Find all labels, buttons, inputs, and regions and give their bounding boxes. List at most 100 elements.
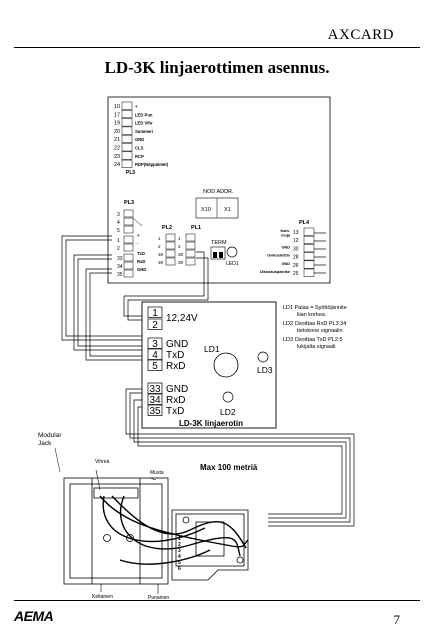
pl5-pin-box [121,143,133,152]
rj-pin-number: 1 [178,536,181,542]
pl3-pin-box [123,253,134,262]
pl3-pin-box [123,209,134,218]
max-distance-label: Max 100 metriä [200,463,258,472]
ld3k-pin-number: 5 [152,361,158,372]
pl4-pin-box [303,244,315,253]
pl5-pin-number: 24 [114,162,120,168]
pl3-pin-number: 2 [117,246,120,252]
pl3-pin-number: 1 [117,238,120,244]
pl3-pin-box [123,243,134,252]
pl5-pin-label: RDP(Näppäimet) [135,162,169,167]
pl3-pin-number: 3 [117,212,120,218]
pl3-signal-label: + [137,233,140,238]
pl4-connector: PL4 13Kam-muja1230GND28Ovikoskettin26GND… [260,220,315,277]
note-line: liian korkea. [297,312,327,318]
pl5-pin-box [121,159,133,168]
pl3-signal-label: - [137,241,139,246]
pl3-pin-number: 34 [117,264,123,270]
interconnect-wires [61,232,355,527]
pl3-signal-label: RxD [137,259,145,264]
ld3k-pin-box [147,359,163,371]
pl5-pin-number: 17 [114,112,120,118]
rj-pin-number: 5 [178,560,181,566]
ld3k-pin-box [147,393,163,405]
pl4-pin-label: Ulkonauspainike [260,270,290,274]
ld3k-pin-box [147,382,163,394]
modular-jack-label-2: Jack [38,440,52,447]
pl5-pin-label: + [135,104,138,109]
pl4-pin-number: 12 [293,238,299,244]
pl3-pin-number: 33 [117,256,123,262]
ld3-label: LD3 [257,365,273,375]
pl5-pin-label: Summeri [135,129,153,134]
pl5-pin-number: 10 [114,104,120,110]
pl3-pin-box [123,217,134,226]
pl1-pin-number: 1 [178,236,181,241]
ld3k-pin-label: 12,24V [166,313,198,324]
ld3k-pin-label: TxD [166,350,184,361]
ld2-label: LD2 [220,407,236,417]
ld3k-pin-box [147,306,163,318]
pl1-pin-box [185,257,196,266]
pl4-pin-number: 25 [293,271,299,277]
nod-x1-label: X1 [224,207,231,213]
ld3k-pin-label: GND [166,384,188,395]
keltainen-label: Keltainen [92,594,113,600]
pl5-pin-box [121,151,133,160]
page-number: 7 [393,612,401,627]
ld3k-pin-number: 33 [149,384,161,395]
pl4-pin-box [303,260,315,269]
nod-x10-label: X10 [201,207,211,213]
pl4-pin-box [303,268,315,277]
ld3-indicator [257,351,269,363]
pl5-pin-label: LED Vihr [135,121,153,126]
rj-pin-number: 4 [178,554,181,560]
led1-indicator [226,246,238,258]
ld2-indicator [222,391,234,403]
pl4-pin-number: 13 [293,230,299,236]
pl5-pin-label: GND [135,137,144,142]
ld3k-pin-label: TxD [166,406,184,417]
ld3k-pin-number: 34 [149,395,161,406]
pl1-label: PL1 [191,225,201,231]
ld1-label: LD1 [204,344,220,354]
note-line: LD3 Osoittaa TxD PL2:5 [283,337,343,343]
ld3k-pin-number: 3 [152,339,158,350]
rj-pin-number: 6 [178,566,181,572]
pl2-pin-box [165,233,176,242]
pl4-pin-number: 26 [293,263,299,269]
aema-logo: AEMA [14,608,54,624]
brand-name: AXCARD [327,27,394,43]
pl4-pin-box [303,235,315,244]
controller-board [107,96,331,284]
pl3-pin-box [123,225,134,234]
pl3-signal-label: TxD [137,251,145,256]
ld3k-module [141,301,277,429]
page-title: LD-3K linjaerottimen asennus. [104,58,330,77]
pl4-pin-box [303,252,315,261]
pl5-pin-number: 22 [114,146,120,152]
header-rule [14,47,420,48]
pl5-pin-number: 23 [114,154,120,160]
pl4-pin-number: 30 [293,246,299,252]
pl5-pin-number: 19 [114,121,120,127]
pl4-pin-label: GND [282,245,291,249]
pl4-label: PL4 [299,220,310,226]
pl1-pin-box [185,233,196,242]
pl1-pin-number: 39 [178,260,184,265]
led1-label: LED1 [226,261,239,267]
ld3k-pin-box [147,404,163,416]
pl5-pin-number: 21 [114,137,120,143]
ld3k-pin-box [147,337,163,349]
pl3-pin-number: 4 [117,220,120,226]
pl4-pin-number: 28 [293,255,299,261]
pl5-pin-box [121,126,133,135]
note-line: LD1 Palaa = Syöttöjännite [283,305,347,311]
ld3k-pin-box [147,318,163,330]
